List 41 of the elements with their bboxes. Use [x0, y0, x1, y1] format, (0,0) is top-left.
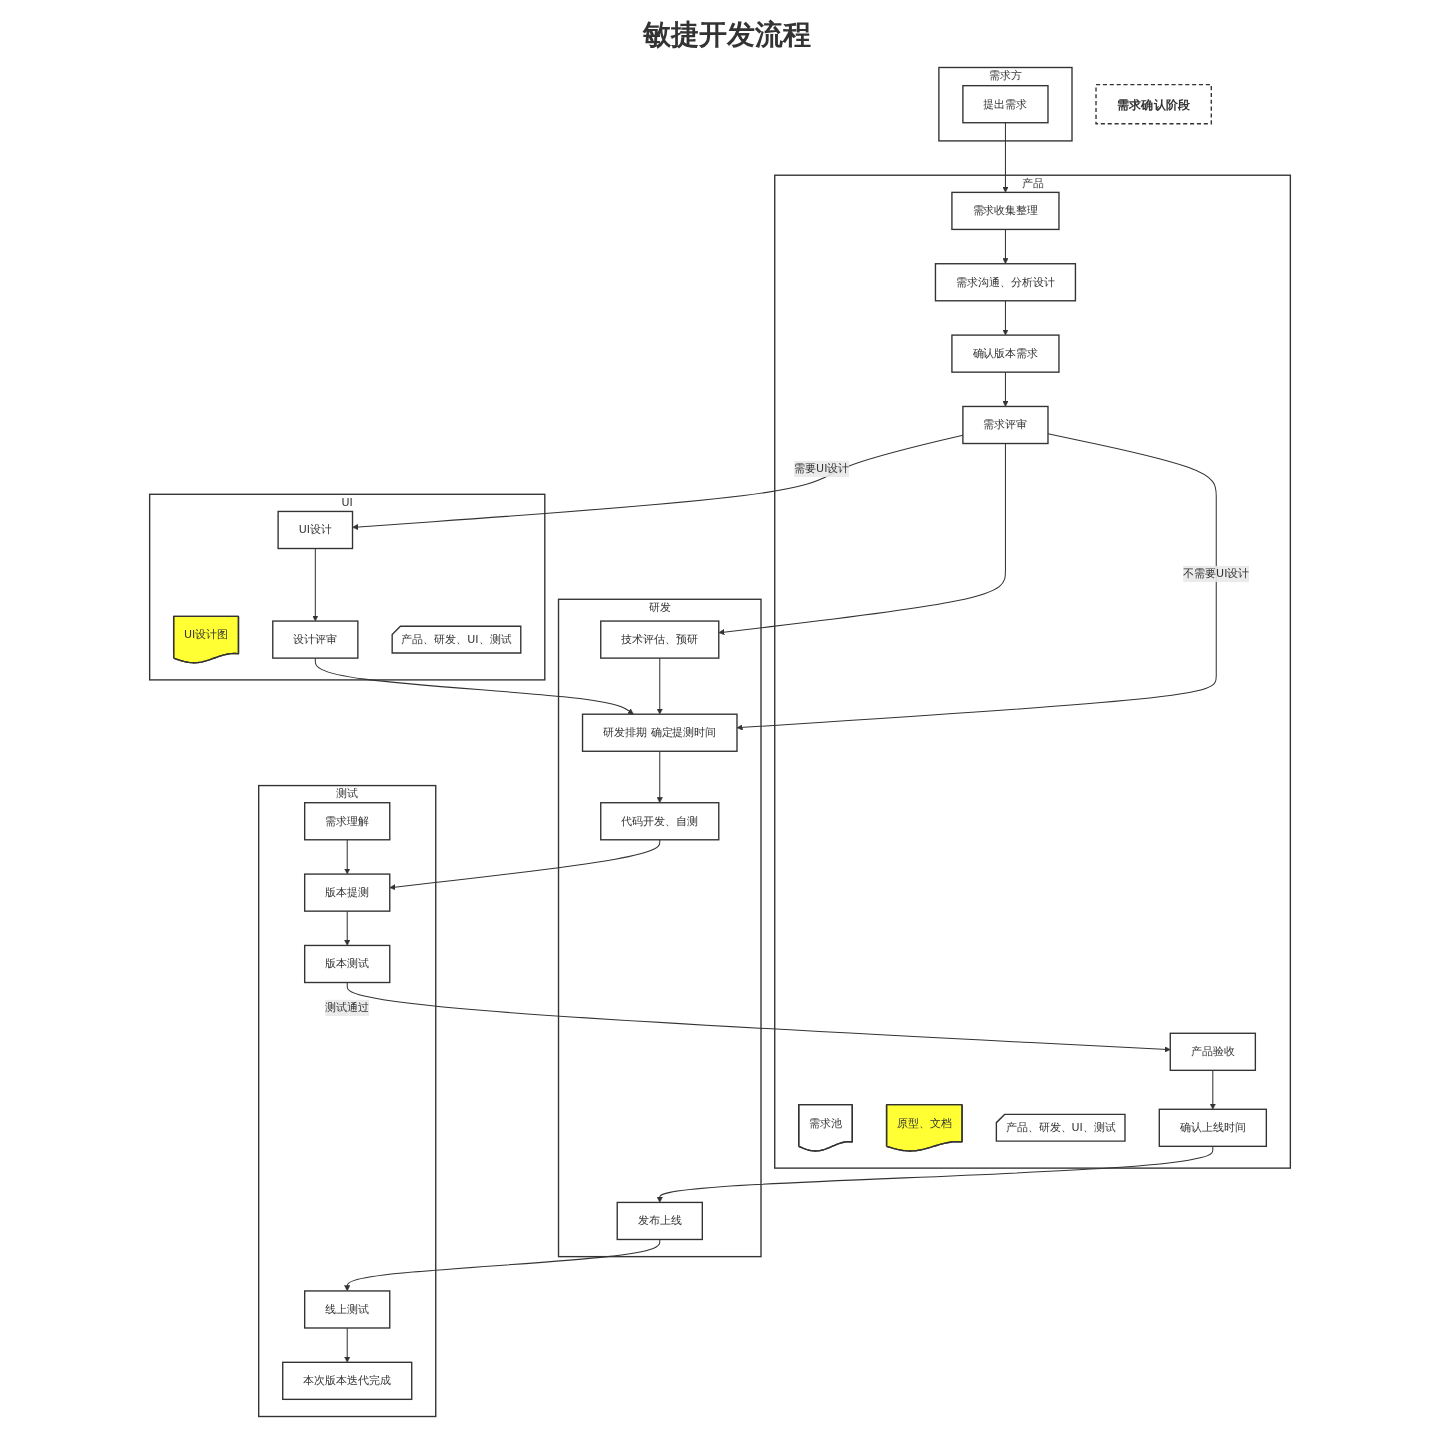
edge-label: 测试通过: [325, 1001, 370, 1015]
arrow: [344, 1238, 661, 1292]
node-box: UI设计: [277, 510, 354, 550]
arrow: [1002, 300, 1009, 336]
node-box: 版本提测: [304, 873, 391, 912]
arrow: [344, 839, 351, 875]
arrow: [656, 657, 663, 715]
node-box: 发布上线: [616, 1201, 703, 1241]
node-box: 需求沟通、分析设计: [934, 263, 1077, 302]
node-box: 确认上线时间: [1158, 1108, 1268, 1147]
node-box: 本次版本迭代完成: [282, 1361, 413, 1401]
node-box: 设计评审: [272, 620, 359, 659]
arrow: [344, 910, 351, 946]
node-box: 需求确认阶段: [1095, 83, 1212, 125]
arrow: [346, 982, 1171, 1053]
arrow: [1002, 371, 1009, 407]
arrow: [312, 548, 319, 622]
diagram-title: 敏捷开发流程: [641, 17, 812, 53]
node-box: 提出需求: [962, 85, 1049, 124]
arrow: [344, 1327, 351, 1363]
arrow: [1002, 228, 1009, 264]
arrow: [389, 839, 661, 891]
node-box: 需求评审: [962, 405, 1049, 445]
node-box: 确认版本需求: [951, 334, 1060, 373]
arrow: [736, 433, 1217, 731]
arrow: [1209, 1069, 1216, 1110]
edge-label: 需要UI设计: [794, 462, 850, 476]
arrow: [314, 657, 634, 715]
node-box: 产品验收: [1169, 1032, 1257, 1072]
edge-label: 不需要UI设计: [1183, 567, 1250, 581]
arrow: [718, 443, 1006, 636]
arrow: [656, 750, 663, 803]
node-box: 线上测试: [304, 1290, 391, 1329]
node-box: 研发排期 确定提测时间: [581, 713, 738, 752]
node-box: 代码开发、自测: [600, 802, 720, 841]
node-box: 技术评估、预研: [600, 620, 720, 659]
arrow: [1002, 122, 1009, 193]
arrow: [656, 1145, 1214, 1203]
node-box: 需求理解: [304, 802, 391, 841]
node-box: 需求收集整理: [951, 191, 1060, 231]
node-box: 版本测试: [304, 944, 391, 984]
